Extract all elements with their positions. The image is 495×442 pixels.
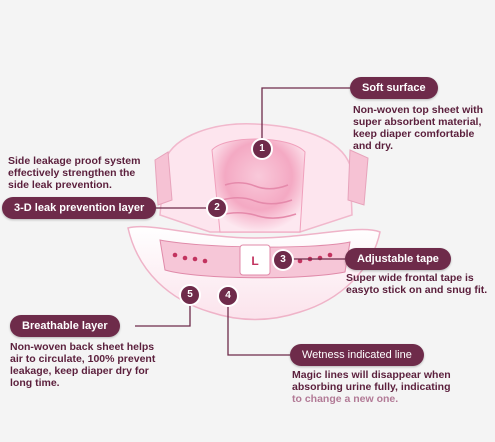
adjustable-tape-description: Super wide frontal tape is easyto stick … <box>346 272 487 296</box>
breathable-layer-title: Breathable layer <box>10 315 120 337</box>
wetness-indicator-desc-line: to change a new one. <box>292 393 399 405</box>
breathable-layer-description: Non-woven back sheet helps air to circul… <box>10 341 155 389</box>
breathable-layer-desc-line: leakage, keep diaper dry for <box>10 365 149 377</box>
soft-surface-description: Non-woven top sheet with super absorbent… <box>353 104 483 152</box>
breathable-layer-desc-line: Non-woven back sheet helps <box>10 341 155 353</box>
adjustable-tape-desc-line: Super wide frontal tape is <box>346 272 474 284</box>
breathable-layer-desc-line: air to circulate, 100% prevent <box>10 353 156 365</box>
soft-surface-title: Soft surface <box>350 77 438 99</box>
soft-surface-desc-line: Non-woven top sheet with <box>353 104 484 116</box>
leader-line-1 <box>261 87 350 148</box>
leak-prevention-desc-line: effectively strengthen the <box>8 167 136 179</box>
leak-guard-ripples <box>219 182 297 219</box>
leader-line-4 <box>227 296 290 356</box>
wetness-indicator-description: Magic lines will disappear when absorbin… <box>292 369 451 405</box>
front-size-letter: L <box>251 254 258 268</box>
front-label-patch <box>239 244 271 276</box>
soft-surface-desc-line: super absorbent material, <box>353 116 482 128</box>
adjustable-tape-desc-line: easyto stick on and snug fit. <box>346 284 488 296</box>
adjustable-tape-title: Adjustable tape <box>345 248 451 270</box>
wetness-indicator-desc-line: Magic lines will disappear when <box>292 369 451 381</box>
breathable-layer-desc-line: long time. <box>10 377 60 389</box>
wetness-indicator-title: Wetness indicated line <box>290 344 424 366</box>
badge-5: 5 <box>181 286 199 304</box>
badge-1: 1 <box>253 140 271 158</box>
soft-surface-desc-line: and dry. <box>353 140 394 152</box>
leak-prevention-description: Side leakage proof system effectively st… <box>8 155 140 191</box>
badge-2: 2 <box>208 199 226 217</box>
left-side-tape <box>154 151 173 206</box>
badge-3: 3 <box>274 251 292 269</box>
soft-surface-desc-line: keep diaper comfortable <box>353 128 475 140</box>
leader-line-5 <box>135 305 191 327</box>
leak-prevention-title: 3-D leak prevention layer <box>2 197 157 219</box>
leak-prevention-desc-line: Side leakage proof system <box>8 155 141 167</box>
badge-4: 4 <box>219 287 237 305</box>
right-side-tape <box>347 149 369 206</box>
wetness-indicator-desc-line: absorbing urine fully, indicating <box>292 381 451 393</box>
absorbent-core <box>211 138 306 233</box>
leak-prevention-desc-line: side leak prevention. <box>8 179 112 191</box>
